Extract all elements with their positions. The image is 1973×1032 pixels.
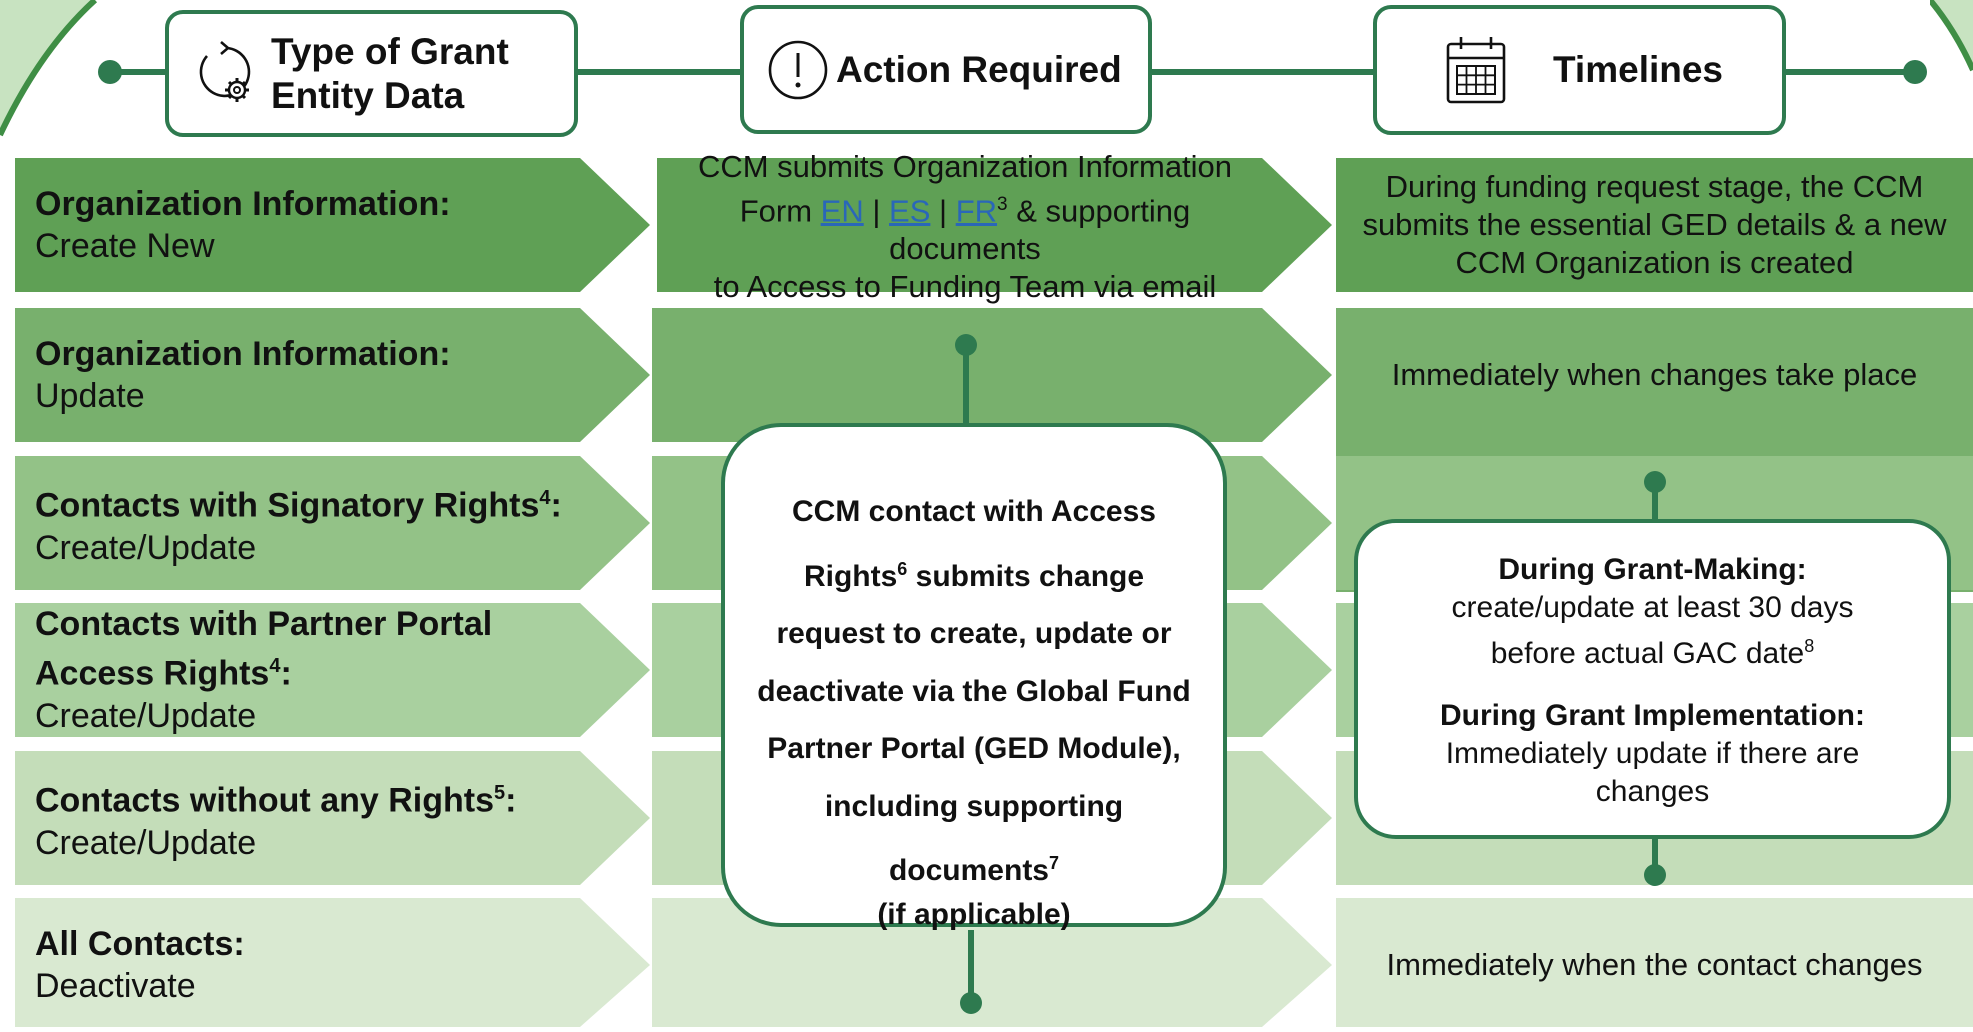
refresh-gear-icon	[199, 40, 251, 102]
row3-chevron	[15, 456, 650, 590]
row3-sup: 4	[539, 487, 551, 510]
timeline-end-dot	[1903, 60, 1927, 84]
action-row1-line1: CCM submits Organization Information	[697, 148, 1233, 184]
link-en[interactable]: EN	[820, 193, 864, 229]
header-timelines-label: Timelines	[1553, 49, 1724, 90]
sep2: |	[939, 193, 948, 229]
row2-title: Organization Information:	[35, 335, 451, 373]
timelines-bubble-gi-line2: changes	[1595, 775, 1710, 808]
row5-chevron	[15, 751, 650, 885]
timelines-connector	[1644, 471, 1666, 886]
action-bubble-sup6: 6	[897, 558, 908, 579]
timelines-bubble: During Grant-Making: create/update at le…	[1354, 519, 1951, 839]
row4-title2: Access Rights	[35, 654, 270, 693]
timelines-row1: During funding request stage, the CCM su…	[1336, 158, 1973, 292]
action-bubble-line2-post: submits change	[907, 559, 1145, 593]
header-type-line2: Entity Data	[271, 74, 465, 116]
row3-colon: :	[550, 486, 562, 525]
row6-label: All Contacts: Deactivate	[35, 898, 245, 1032]
row4-chevron	[15, 603, 650, 737]
action-bubble-line8: (if applicable)	[877, 897, 1071, 931]
action-bubble-line7: documents	[888, 854, 1049, 887]
row4-sup: 4	[269, 655, 281, 678]
row6-sub: Deactivate	[35, 967, 196, 1005]
timelines-row2: Immediately when changes take place	[1391, 357, 1918, 392]
header-type-line1: Type of Grant	[271, 30, 509, 72]
action-row1-line3: to Access to Funding Team via email	[713, 269, 1217, 305]
action-row1-form: Form	[739, 193, 821, 229]
corner-swoosh-right	[1930, 0, 1973, 72]
row5-title: Contacts without any Rights	[35, 781, 494, 820]
row4-label: Contacts with Partner Portal Access Righ…	[35, 603, 492, 737]
row1-chevron	[15, 158, 650, 292]
exclamation-circle-icon	[768, 40, 828, 99]
header-action-required: Action Required	[740, 5, 1152, 134]
row5-sup: 5	[494, 782, 506, 805]
action-bubble-line5: Partner Portal (GED Module),	[767, 732, 1181, 765]
link-es[interactable]: ES	[889, 193, 931, 229]
timeline-start-dot	[98, 60, 122, 84]
row5-sub: Create/Update	[35, 823, 257, 862]
row-chevrons	[15, 158, 650, 1027]
header-timelines: Timelines	[1373, 5, 1786, 135]
row2-chevron	[15, 308, 650, 442]
sep1: |	[872, 193, 881, 229]
header-action-label: Action Required	[836, 48, 1122, 90]
row1-label: Organization Information: Create New	[35, 158, 451, 292]
timelines-bubble-gm-title: During Grant-Making:	[1498, 553, 1807, 586]
timelines-bubble-gm-line1: create/update at least 30 days	[1451, 591, 1854, 624]
row4-title: Contacts with Partner Portal	[35, 605, 493, 644]
action-row1-sup: 3	[997, 193, 1008, 215]
row3-label: Contacts with Signatory Rights4: Create/…	[35, 456, 562, 590]
action-bubble: CCM contact with Access Rights6 submits …	[721, 423, 1227, 931]
row5-colon: :	[505, 781, 517, 820]
row4-sub: Create/Update	[35, 696, 257, 735]
row6-title: All Contacts:	[35, 925, 245, 963]
row4-colon: :	[280, 654, 292, 693]
action-row1-post: & supporting documents	[889, 193, 1191, 267]
row3-sub: Create/Update	[35, 528, 257, 567]
action-row1-text: CCM submits Organization Information For…	[665, 149, 1265, 304]
header-type-of-grant: Type of Grant Entity Data	[165, 10, 578, 137]
timelines-bubble-gm-line2: before actual GAC date	[1490, 637, 1805, 670]
action-bubble-line6: including supporting	[824, 789, 1124, 823]
row6-chevron	[15, 898, 650, 1027]
link-fr[interactable]: FR	[955, 193, 998, 229]
calendar-icon	[1446, 37, 1506, 104]
row5-label: Contacts without any Rights5: Create/Upd…	[35, 751, 516, 885]
timelines-bubble-gi-title: During Grant Implementation:	[1439, 699, 1865, 732]
action-bubble-line1: CCM contact with Access	[792, 495, 1156, 528]
row2-sub: Update	[35, 377, 145, 415]
action-connector	[955, 334, 982, 1014]
row1-title: Organization Information:	[35, 185, 451, 223]
timelines-bubble-gi-line1: Immediately update if there are	[1445, 737, 1860, 770]
timelines-row6: Immediately when the contact changes	[1386, 947, 1923, 982]
row1-sub: Create New	[35, 227, 215, 265]
timelines-row1-line3: CCM Organization is created	[1455, 245, 1854, 280]
row2-label: Organization Information: Update	[35, 308, 451, 442]
action-bubble-line3: request to create, update or	[776, 617, 1172, 650]
timelines-row1-line1: During funding request stage, the CCM	[1385, 169, 1924, 204]
action-bubble-line2: Rights	[803, 559, 898, 593]
action-bubble-sup7: 7	[1049, 853, 1060, 873]
row3-title: Contacts with Signatory Rights	[35, 486, 540, 525]
corner-swoosh-left	[0, 0, 98, 137]
action-bubble-line4: deactivate via the Global Fund	[757, 674, 1191, 708]
timelines-bubble-sup8: 8	[1804, 636, 1815, 656]
timelines-row1-line2: submits the essential GED details & a ne…	[1362, 207, 1947, 242]
